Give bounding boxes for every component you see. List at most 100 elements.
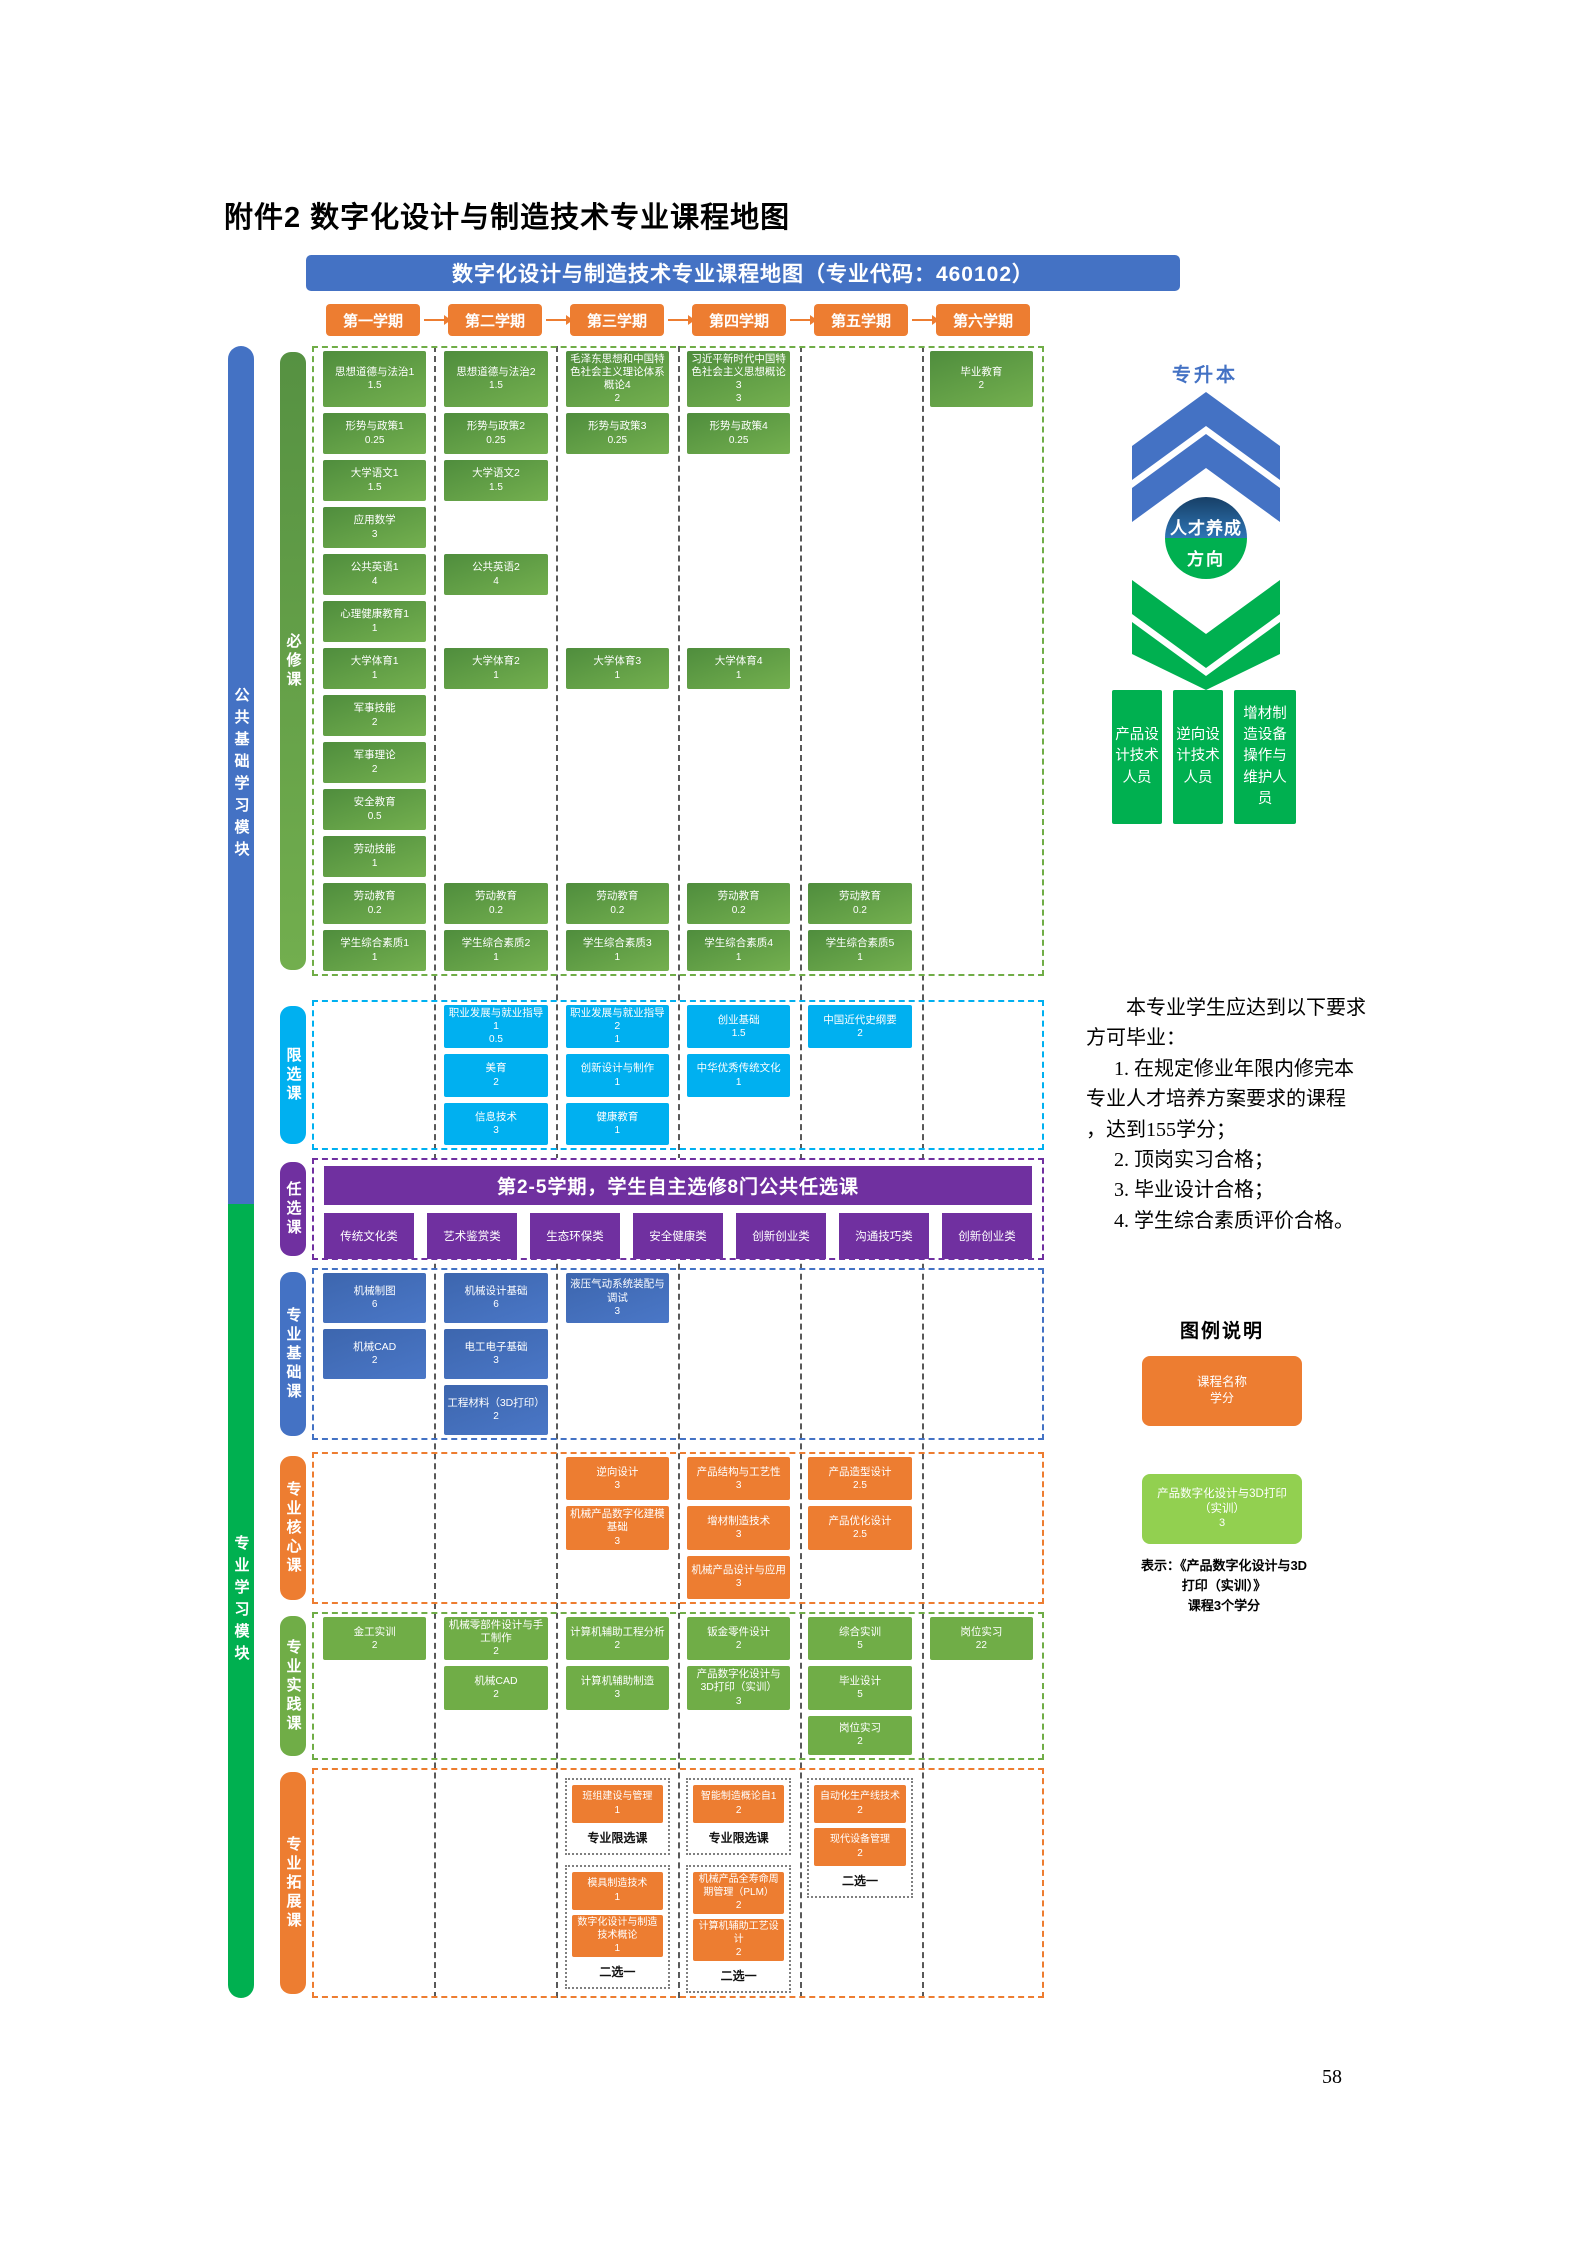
extension-column	[435, 1770, 556, 2001]
category-bar-practice: 专业实践课	[280, 1616, 306, 1756]
course-credit: 2	[614, 393, 621, 405]
category-bar-core: 专业核心课	[280, 1456, 306, 1600]
course-credit: 4	[493, 575, 499, 587]
course-name: 机械产品全寿命周期管理（PLM）	[698, 1874, 779, 1898]
course-name: 机械零部件设计与手工制作	[448, 1619, 544, 1645]
course-credit: 0.2	[731, 904, 746, 916]
module-professional-bar: 专业学习模块	[228, 1204, 254, 1998]
course-credit: 2	[493, 1688, 499, 1700]
legend-sample-name: 产品数字化设计与3D打印（实训）	[1157, 1488, 1287, 1515]
course-name: 计算机辅助工艺设计	[698, 1921, 779, 1945]
course-cell: 工程材料（3D打印）2	[435, 1382, 556, 1438]
course-credit: 2	[857, 1847, 863, 1859]
course-name: 思想道德与法治1	[334, 365, 415, 378]
semester-header-2: 第二学期	[448, 304, 542, 336]
course-credit: 1	[614, 1124, 621, 1136]
course-name: 计算机辅助制造	[580, 1674, 655, 1687]
course-name: 美育	[485, 1062, 507, 1075]
course-name: 学生综合素质4	[704, 937, 774, 950]
course-credit: 1	[614, 1891, 621, 1903]
semester-flow-arrow-icon	[790, 315, 817, 325]
attachment-title: 附件2 数字化设计与制造技术专业课程地图	[224, 202, 791, 234]
course-name: 大学语文1	[350, 467, 399, 480]
career-roles: 产品设计技术人员逆向设计技术人员增材制造设备操作与维护人员	[1112, 690, 1312, 824]
elective-categories: 传统文化类艺术鉴赏类生态环保类安全健康类创新创业类沟通技巧类创新创业类	[324, 1213, 1032, 1259]
semester-flow-arrow-icon	[424, 315, 451, 325]
semester-row: 第一学期第二学期第三学期第四学期第五学期第六学期	[312, 302, 1044, 338]
course-credit: 3	[614, 1305, 621, 1317]
course-credit: 3	[614, 1479, 621, 1491]
semester-header-1: 第一学期	[326, 304, 420, 336]
legend-title: 图例说明	[1179, 1321, 1264, 1342]
course-credit: 3	[735, 1578, 742, 1590]
category-label-foundation: 专业基础课	[284, 1306, 302, 1402]
course-name: 机械产品设计与应用	[691, 1564, 786, 1577]
course-name: 智能制造概论自1	[700, 1791, 777, 1803]
course-credit: 4	[371, 575, 378, 587]
legend-caption-line: 表示：《产品数字化设计与3D	[1140, 1558, 1308, 1573]
course-name: 心理健康教育1	[340, 608, 410, 621]
course-credit: 2	[371, 1355, 378, 1367]
course-credit: 1	[371, 951, 378, 963]
course-name: 大学体育1	[350, 655, 399, 668]
map-title-bar: 数字化设计与制造技术专业课程地图（专业代码：460102）	[306, 255, 1180, 291]
course-credit: 1	[614, 669, 621, 681]
course-credit: 1	[614, 1076, 621, 1088]
course-credit: 0.25	[728, 434, 749, 446]
module-public-basic-bar: 公共基础学习模块	[228, 346, 254, 1204]
category-label-core: 专业核心课	[284, 1480, 302, 1576]
up-chevron-icon	[1132, 392, 1280, 480]
course-name: 职业发展与就业指导2	[570, 1007, 665, 1033]
course-name: 军事理论	[353, 749, 396, 762]
course-credit: 3	[614, 1688, 621, 1700]
course-name: 液压气动系统装配与调试	[570, 1278, 665, 1304]
course-name: 劳动教育	[596, 890, 639, 903]
course-name: 综合实训	[838, 1625, 881, 1638]
course-cell: 产品数字化设计与3D打印（实训）3	[678, 1663, 799, 1712]
